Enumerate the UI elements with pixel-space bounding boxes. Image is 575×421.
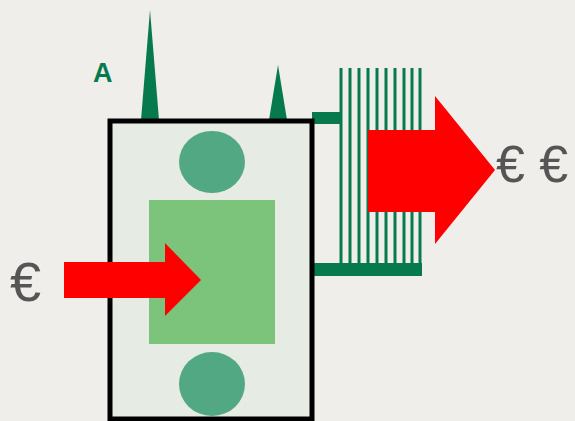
- part-letter: A: [93, 60, 113, 87]
- round-component: [179, 131, 245, 193]
- antenna-spike: [141, 10, 159, 120]
- currency-symbol: €: [10, 254, 41, 310]
- currency-symbol: € €: [496, 138, 568, 190]
- input-arrow: [64, 243, 201, 316]
- antenna-spike: [269, 65, 287, 120]
- round-component: [179, 352, 245, 416]
- output-arrow: [368, 96, 495, 244]
